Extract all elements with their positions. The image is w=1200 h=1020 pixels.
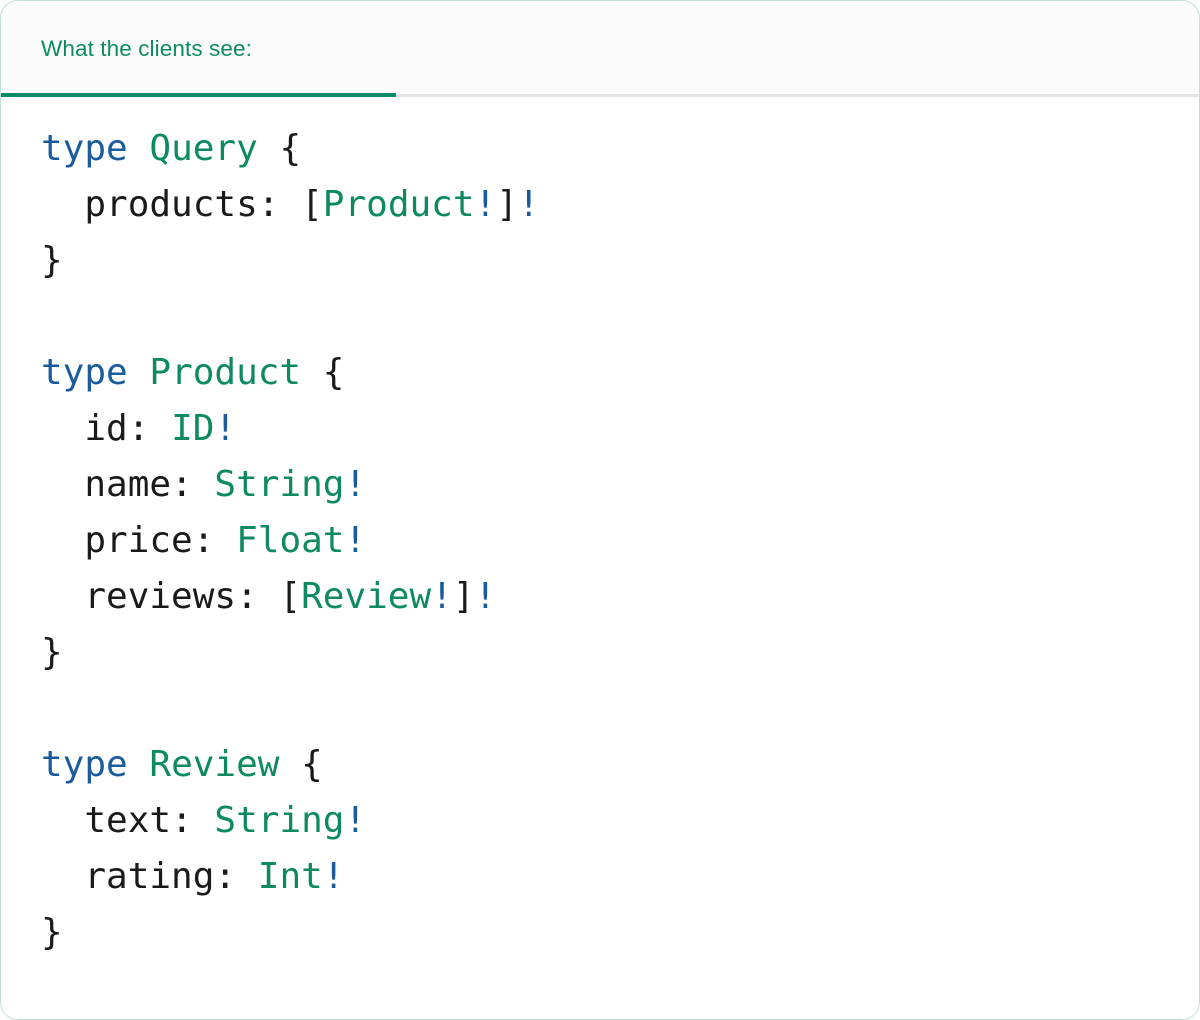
code-token-bang: ! [431,576,453,617]
code-line: products: [Product!]! [41,184,540,225]
code-token-pun [193,464,215,505]
code-token-bang: ! [344,800,367,841]
code-token-name: name: [84,464,193,505]
code-token-name: rating: [84,856,237,897]
code-token-bang: ! [517,184,540,225]
code-token-pun [193,800,215,841]
code-token-pun: { [279,744,323,785]
code-token-type: Product [149,352,302,393]
code-token-type: Int [257,856,323,897]
code-token-pun: } [41,632,63,673]
code-line: type Product { [41,352,344,393]
tabbar: What the clients see: [1,1,1199,97]
code-token-pun: ] [452,576,475,617]
code-token-type: Product [322,184,475,225]
graphql-schema-code[interactable]: type Query { products: [Product!]! } typ… [41,121,1159,961]
code-token-kw: type [41,744,128,785]
code-token-type: String [214,464,345,505]
code-token-pun [214,520,236,561]
code-token-name: text: [84,800,193,841]
code-token-type: Float [236,520,345,561]
code-line: reviews: [Review!]! [41,576,496,617]
code-line: price: Float! [41,520,366,561]
code-line: rating: Int! [41,856,344,897]
code-token-pun [236,856,258,897]
tabbar-divider [1,94,1199,97]
code-token-type: Query [149,128,258,169]
tab-what-the-clients-see[interactable]: What the clients see: [1,1,396,97]
code-token-type: Review [149,744,280,785]
code-token-pun: } [41,240,63,281]
code-token-pun: { [301,352,345,393]
code-token-bang: ! [474,184,497,225]
code-token-name: products: [84,184,280,225]
code-root: type Query { products: [Product!]! } typ… [41,128,540,953]
code-token-name: reviews: [84,576,258,617]
code-token-pun: [ [279,184,323,225]
code-token-type: String [214,800,345,841]
code-token-pun [128,128,150,169]
tab-active-indicator [1,93,396,97]
code-token-pun [149,408,171,449]
code-line: id: ID! [41,408,236,449]
code-line: text: String! [41,800,366,841]
code-token-name: id: [84,408,150,449]
code-token-type: Review [301,576,432,617]
tab-label: What the clients see: [41,36,252,61]
code-line: type Review { [41,744,323,785]
code-token-type: ID [171,408,215,449]
code-line: name: String! [41,464,366,505]
code-token-bang: ! [344,464,367,505]
code-token-bang: ! [474,576,497,617]
code-line: } [41,912,63,953]
code-token-bang: ! [322,856,345,897]
code-token-name: price: [84,520,215,561]
code-line: } [41,632,63,673]
code-token-bang: ! [214,408,237,449]
code-token-pun: } [41,912,63,953]
code-line: type Query { [41,128,301,169]
code-line: } [41,240,63,281]
code-token-kw: type [41,352,128,393]
code-token-pun: { [257,128,302,169]
code-token-pun: ] [496,184,518,225]
code-token-kw: type [41,128,128,169]
code-token-bang: ! [344,520,367,561]
code-token-pun: [ [257,576,302,617]
code-token-pun [128,352,150,393]
code-token-pun [128,744,150,785]
code-area: type Query { products: [Product!]! } typ… [1,97,1199,1019]
